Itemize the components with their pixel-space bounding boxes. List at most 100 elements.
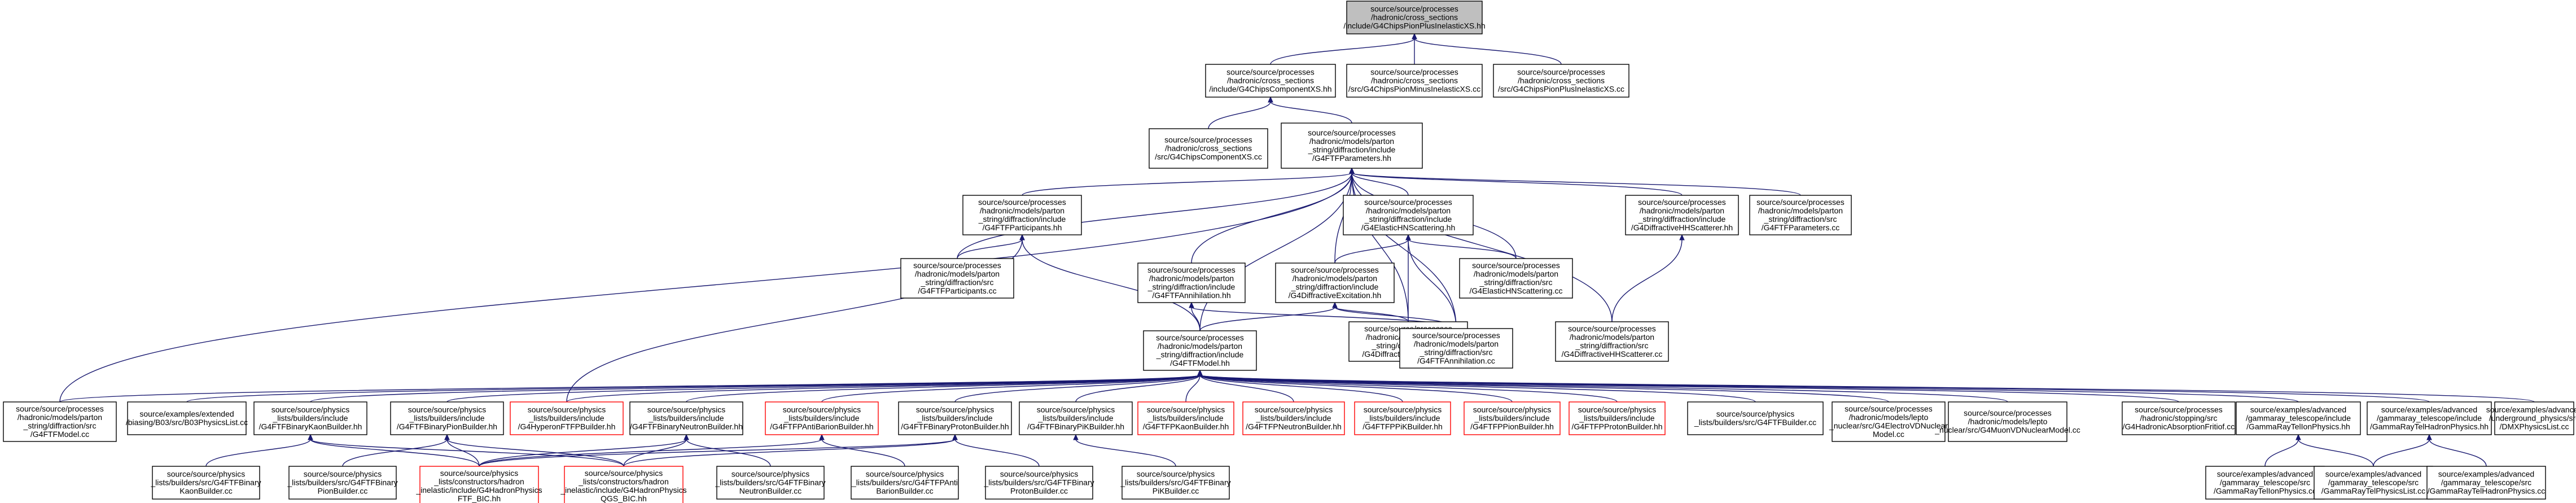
- file-node[interactable]: source/examples/advanced/gammaray_telesc…: [2236, 401, 2361, 435]
- file-node[interactable]: source/source/physics_lists/builders/inc…: [1464, 401, 1561, 435]
- node-box: [3, 401, 117, 442]
- file-node[interactable]: source/source/physics_lists/builders/inc…: [629, 401, 743, 435]
- file-node[interactable]: source/source/physics_lists/builders/inc…: [253, 401, 367, 435]
- node-label-line: /include/G4ChipsPionPlusInelasticXS.hh: [1343, 21, 1485, 30]
- file-node[interactable]: source/source/processes/hadronic/cross_s…: [1343, 1, 1486, 34]
- file-node[interactable]: source/source/processes/hadronic/models/…: [1625, 195, 1739, 235]
- file-node[interactable]: source/source/physics_lists/constructors…: [415, 466, 542, 503]
- node-label-line: KaonBuilder.cc: [179, 487, 232, 496]
- node-box: [1137, 263, 1246, 303]
- file-node[interactable]: source/source/processes/hadronic/models/…: [1281, 123, 1423, 169]
- file-node[interactable]: source/examples/extended/biasing/B03/src…: [126, 401, 248, 435]
- file-node[interactable]: source/source/processes/hadronic/models/…: [962, 195, 1082, 235]
- node-box: [1399, 328, 1513, 369]
- file-node[interactable]: source/source/physics_lists/builders/inc…: [1019, 401, 1133, 435]
- node-box: [851, 466, 959, 500]
- dependency-edge: [1191, 167, 1355, 264]
- node-label-line: source/source/physics: [731, 470, 810, 479]
- node-label-line: source/source/processes: [1308, 128, 1396, 137]
- node-label-line: _lists/builders/src/G4FTFBuilder.cc: [1694, 418, 1816, 427]
- dependency-edge: [205, 434, 313, 467]
- file-node[interactable]: source/source/physics_lists/builders/src…: [715, 466, 826, 500]
- file-node[interactable]: source/examples/advanced/gammaray_telesc…: [2367, 401, 2492, 435]
- file-node[interactable]: source/source/processes/hadronic/models/…: [1829, 401, 1948, 442]
- node-box: [1354, 401, 1451, 435]
- file-node[interactable]: source/source/processes/hadronic/models/…: [1137, 263, 1246, 303]
- dependency-edge: [1611, 234, 1685, 322]
- node-label-line: _lists/builders/include: [783, 414, 859, 423]
- file-node[interactable]: source/source/physics_lists/builders/src…: [1120, 466, 1231, 500]
- file-node[interactable]: source/source/processes/hadronic/models/…: [1459, 258, 1573, 299]
- file-node[interactable]: source/source/processes/hadronic/cross_s…: [1346, 64, 1483, 98]
- file-node[interactable]: source/source/physics_lists/builders/src…: [287, 466, 398, 500]
- file-node[interactable]: source/source/physics_lists/builders/inc…: [510, 401, 624, 435]
- dependency-edge: [1268, 96, 1352, 124]
- node-label-line: _lists/builders/include: [1579, 414, 1654, 423]
- node-label-line: _string/diffraction/include: [1147, 282, 1236, 291]
- dependency-edge: [1349, 167, 1801, 196]
- node-label-line: source/examples/extended: [139, 409, 234, 418]
- dependency-edge: [1270, 33, 1417, 65]
- dependency-edge: [1405, 234, 1411, 322]
- node-label-line: /hadronic/cross_sections: [1227, 76, 1314, 85]
- node-label-line: source/source/physics: [916, 405, 995, 414]
- node-label-line: /DMXPhysicsList.cc: [2500, 422, 2569, 431]
- file-node[interactable]: source/source/processes/hadronic/cross_s…: [1205, 64, 1336, 98]
- dependency-edge: [1334, 234, 1411, 264]
- dependency-edge: [819, 434, 905, 467]
- file-node[interactable]: source/source/processes/hadronic/models/…: [1399, 328, 1513, 369]
- node-label-line: source/source/processes: [1147, 265, 1236, 274]
- file-node[interactable]: source/source/physics_lists/builders/inc…: [1354, 401, 1451, 435]
- node-label-line: /gammaray_telescope/include: [2377, 414, 2482, 423]
- file-node[interactable]: source/source/processes/hadronic/cross_s…: [1149, 128, 1268, 169]
- node-label-line: source/source/processes: [1845, 404, 1933, 413]
- node-box: [1346, 64, 1483, 98]
- node-label-line: source/source/physics: [1037, 405, 1115, 414]
- dependency-edge: [1208, 96, 1273, 129]
- file-node[interactable]: source/source/physics_lists/builders/src…: [983, 466, 1094, 500]
- node-label-line: /GammaRayTelHadronPhysics.cc: [2428, 487, 2546, 496]
- file-node[interactable]: source/source/physics_lists/builders/src…: [1687, 401, 1824, 435]
- file-node[interactable]: source/source/processes/hadronic/models/…: [900, 258, 1014, 299]
- file-node[interactable]: source/source/processes/hadronic/models/…: [1275, 263, 1395, 303]
- file-node[interactable]: source/examples/advanced/gammaray_telesc…: [2426, 466, 2546, 500]
- node-label-line: _lists/builders/include: [1147, 414, 1223, 423]
- node-label-line: /hadronic/models/parton: [1414, 339, 1499, 348]
- file-node[interactable]: source/source/physics_lists/builders/src…: [851, 466, 959, 500]
- file-node[interactable]: source/source/processes/hadronic/models/…: [1143, 330, 1257, 371]
- node-box: [629, 401, 743, 435]
- file-node[interactable]: source/source/physics_lists/builders/inc…: [1569, 401, 1666, 435]
- file-node[interactable]: source/source/physics_lists/builders/inc…: [1137, 401, 1234, 435]
- node-label-line: source/source/processes: [1472, 261, 1560, 270]
- node-label-line: source/source/physics: [1716, 409, 1795, 418]
- file-node[interactable]: source/source/processes/hadronic/models/…: [3, 401, 117, 442]
- node-box: [1749, 195, 1852, 235]
- dependency-edge: [1332, 301, 1409, 322]
- file-node[interactable]: source/source/physics_lists/constructors…: [560, 466, 687, 503]
- file-node[interactable]: source/source/physics_lists/builders/inc…: [390, 401, 504, 435]
- file-node[interactable]: source/source/processes/hadronic/models/…: [1934, 401, 2080, 442]
- node-box: [1493, 64, 1629, 98]
- node-box: [1143, 330, 1257, 371]
- node-label-line: /hadronic/models/parton: [980, 206, 1064, 215]
- dependency-edge: [2295, 434, 2374, 467]
- file-node[interactable]: source/source/physics_lists/builders/src…: [150, 466, 261, 500]
- file-node[interactable]: source/examples/advanced/gammaray_telesc…: [2314, 466, 2433, 500]
- file-node[interactable]: source/source/processes/hadronic/models/…: [1555, 321, 1669, 362]
- node-box: [1948, 401, 2067, 442]
- node-box: [1569, 401, 1666, 435]
- file-node[interactable]: source/source/processes/hadronic/models/…: [1343, 195, 1474, 235]
- file-node[interactable]: source/source/processes/hadronic/cross_s…: [1493, 64, 1629, 98]
- file-node[interactable]: source/source/processes/hadronic/stoppin…: [2122, 401, 2236, 435]
- file-node[interactable]: source/source/physics_lists/builders/inc…: [1242, 401, 1345, 435]
- node-label-line: source/source/processes: [1164, 135, 1252, 145]
- file-node[interactable]: source/examples/advanced/gammaray_telesc…: [2205, 466, 2325, 500]
- dependency-edge: [1189, 301, 1201, 331]
- node-label-line: source/source/physics: [408, 405, 487, 414]
- node-label-line: /hadronic/models/parton: [1640, 206, 1724, 215]
- node-label-line: /src/G4ChipsPionPlusInelasticXS.cc: [1498, 85, 1624, 94]
- file-node[interactable]: source/source/physics_lists/builders/inc…: [765, 401, 879, 435]
- file-node[interactable]: source/source/physics_lists/builders/inc…: [898, 401, 1012, 435]
- file-node[interactable]: source/examples/advanced/underground_phy…: [2486, 401, 2576, 435]
- file-node[interactable]: source/source/processes/hadronic/models/…: [1749, 195, 1852, 235]
